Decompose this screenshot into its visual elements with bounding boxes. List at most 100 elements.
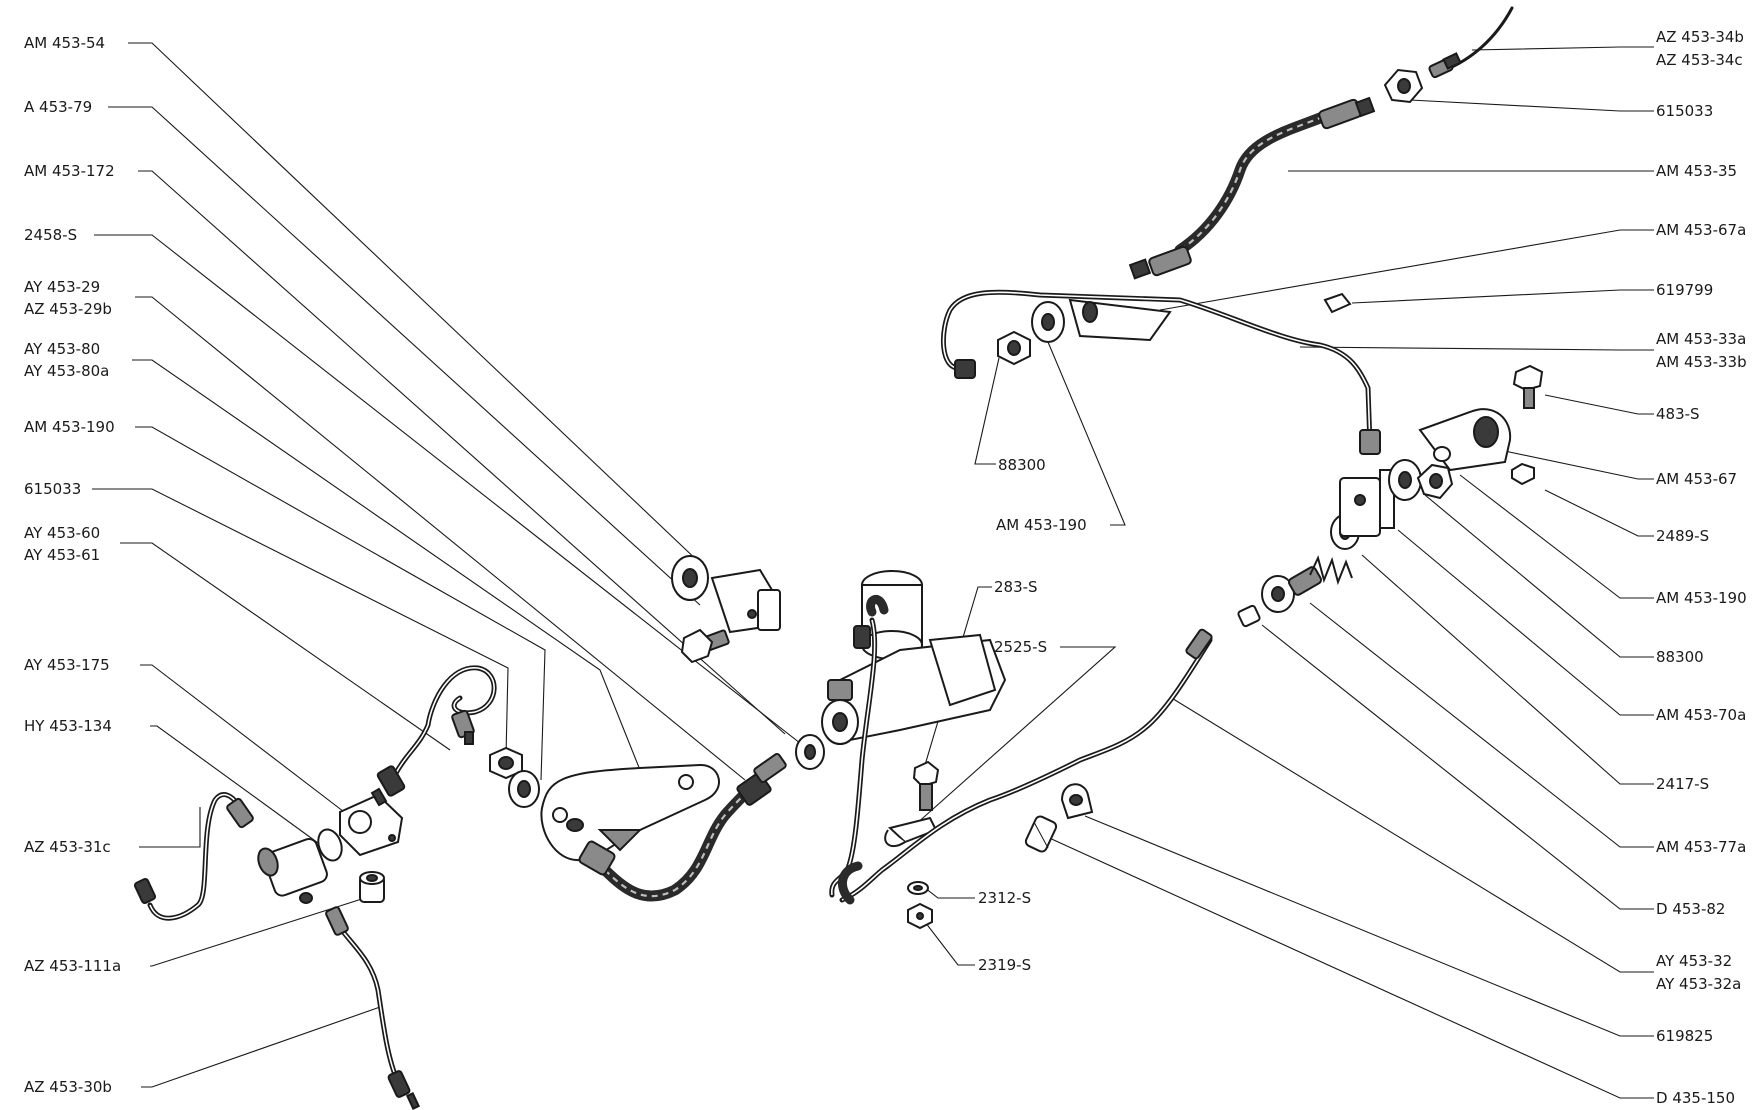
leader-615033-right <box>1409 99 1654 112</box>
bolt-483-s <box>1512 364 1544 409</box>
grommet-d435-150 <box>1024 815 1058 853</box>
callout-am453-67a: AM 453-67a <box>1656 221 1746 239</box>
callout-88300-center: 88300 <box>998 456 1046 474</box>
washer-2312-s <box>907 881 929 895</box>
callout-ay453-29: AY 453-29 <box>24 278 100 296</box>
callout-am453-190-right: AM 453-190 <box>1656 589 1747 607</box>
callout-88300-right: 88300 <box>1656 648 1704 666</box>
callout-619799: 619799 <box>1656 281 1713 299</box>
callout-am453-172: AM 453-172 <box>24 162 115 180</box>
leader-am453-33 <box>1299 346 1654 351</box>
callout-hy453-134: HY 453-134 <box>24 717 112 735</box>
callout-2312-s: 2312-S <box>978 889 1031 907</box>
washer-88300-right <box>1388 459 1422 501</box>
leader-az453-34 <box>1471 46 1654 51</box>
leader-619825 <box>1084 815 1654 1037</box>
leader-am453-77a <box>1309 602 1654 848</box>
leader-2489-s <box>1544 489 1654 537</box>
yoke-am453-54 <box>710 568 781 634</box>
leader-am453-190-right <box>1459 474 1654 599</box>
leader-az453-111a <box>150 896 369 967</box>
callout-d453-82: D 453-82 <box>1656 900 1725 918</box>
callout-2417-s: 2417-S <box>1656 775 1709 793</box>
callout-2489-s: 2489-S <box>1656 527 1709 545</box>
pipe-az453-34 <box>1428 6 1514 79</box>
bracket-ay453-80 <box>540 763 720 862</box>
callouts-right: AZ 453-34b AZ 453-34c 615033 AM 453-35 A… <box>1044 28 1747 1107</box>
callout-am453-33a: AM 453-33a <box>1656 330 1746 348</box>
callout-d435-150: D 435-150 <box>1656 1089 1735 1107</box>
nut-2489-s <box>1511 462 1535 486</box>
callout-az453-29b: AZ 453-29b <box>24 300 112 318</box>
tee-block <box>1339 469 1395 537</box>
leader-88300-right <box>1424 494 1654 658</box>
spring-2417-s <box>1309 555 1353 586</box>
callout-2319-s: 2319-S <box>978 956 1031 974</box>
leader-483-s <box>1544 394 1654 415</box>
washer-am453-190-mid <box>795 734 825 770</box>
pipe-az453-31c <box>133 792 254 921</box>
callout-ay453-80a: AY 453-80a <box>24 362 109 380</box>
leader-ay453-175 <box>140 664 353 819</box>
hose-ay453-29 <box>578 753 787 902</box>
nut-615033-right <box>1383 68 1424 104</box>
callout-ay453-175: AY 453-175 <box>24 656 110 674</box>
callout-am453-33b: AM 453-33b <box>1656 353 1747 371</box>
callout-az453-34b: AZ 453-34b <box>1656 28 1744 46</box>
leader-ay453-80 <box>132 359 643 776</box>
clip-619799 <box>1323 292 1352 314</box>
callout-am453-190-center: AM 453-190 <box>996 516 1087 534</box>
leader-2319-s <box>921 917 975 966</box>
callout-2525-s: 2525-S <box>994 638 1047 656</box>
nut-am453-190-right <box>1416 463 1454 500</box>
leader-am453-67a <box>1159 229 1654 311</box>
bracket-am453-67a <box>1068 298 1172 342</box>
pipe-ay453-60 <box>370 665 497 807</box>
pipe-front-vertical <box>829 595 889 898</box>
nut-615033-left <box>489 746 523 780</box>
leader-az453-30b <box>141 1005 384 1088</box>
callout-483-s: 483-S <box>1656 405 1700 423</box>
callout-am453-190-left: AM 453-190 <box>24 418 115 436</box>
bracket-am453-67 <box>1418 408 1512 472</box>
bolt-283-s <box>912 760 940 811</box>
callout-az453-34c: AZ 453-34c <box>1656 51 1743 69</box>
hose-am453-35 <box>1128 96 1376 280</box>
leader-am453-54 <box>128 42 703 566</box>
callout-283-s: 283-S <box>994 578 1038 596</box>
leader-2417-s <box>1361 554 1654 785</box>
leader-2312-s <box>924 887 975 899</box>
leader-ay453-29 <box>135 296 746 781</box>
callout-am453-77a: AM 453-77a <box>1656 838 1746 856</box>
leader-a453-79 <box>108 106 701 606</box>
callout-a453-79: A 453-79 <box>24 98 92 116</box>
pipe-ay453-32 <box>838 628 1213 905</box>
callout-615033-right: 615033 <box>1656 102 1713 120</box>
callout-615033-left: 615033 <box>24 480 81 498</box>
pipe-az453-30b <box>325 906 421 1110</box>
leader-ay453-60 <box>120 542 451 751</box>
callout-am453-35: AM 453-35 <box>1656 162 1737 180</box>
leader-hy453-134 <box>150 725 319 844</box>
washer-a453-79 <box>671 555 709 601</box>
clip-ay453-175 <box>339 793 404 857</box>
leader-ay453-32 <box>1169 696 1654 973</box>
leader-88300-center <box>974 357 1000 465</box>
callout-ay453-61: AY 453-61 <box>24 546 100 564</box>
leader-619799 <box>1351 289 1654 304</box>
callout-am453-67: AM 453-67 <box>1656 470 1737 488</box>
leader-d435-150 <box>1044 835 1654 1099</box>
callouts-left: AM 453-54 A 453-79 AM 453-172 2458-S AY … <box>24 34 806 1096</box>
junction-hy453-134 <box>257 828 343 904</box>
callout-am453-54: AM 453-54 <box>24 34 105 52</box>
callout-az453-111a: AZ 453-111a <box>24 957 121 975</box>
callout-ay453-32: AY 453-32 <box>1656 952 1732 970</box>
callout-az453-30b: AZ 453-30b <box>24 1078 112 1096</box>
leader-az453-31c <box>139 807 201 848</box>
callout-ay453-80: AY 453-80 <box>24 340 100 358</box>
callout-ay453-60: AY 453-60 <box>24 524 100 542</box>
leader-d453-82 <box>1261 624 1654 910</box>
leader-am453-67 <box>1499 449 1654 480</box>
callouts-center: 88300 AM 453-190 283-S 2525-S 2312-S 231… <box>914 341 1126 974</box>
